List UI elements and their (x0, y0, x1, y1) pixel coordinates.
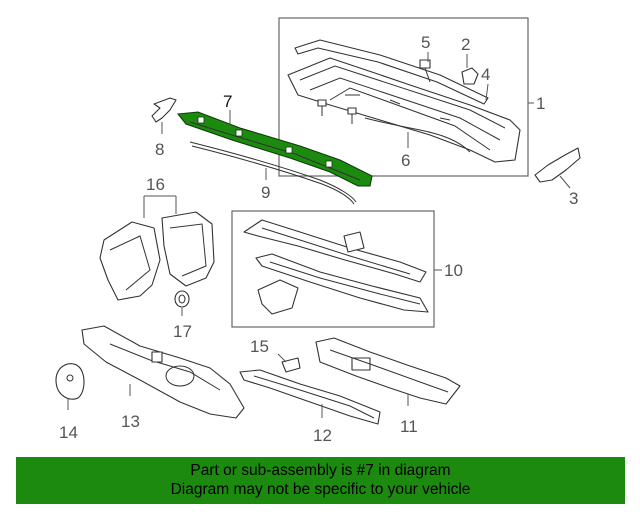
cowl-panel-assembly[interactable] (287, 39, 521, 163)
front-insulator[interactable] (315, 337, 461, 405)
banner-line-2: Diagram may not be specific to your vehi… (170, 481, 471, 498)
callout-14[interactable]: 14 (59, 423, 78, 442)
callout-15[interactable]: 15 (250, 337, 269, 356)
plenum-panel-lower[interactable] (255, 253, 429, 313)
side-panel-right[interactable] (161, 211, 215, 287)
cowl-seal-highlighted[interactable] (176, 111, 373, 187)
callout-7[interactable]: 7 (223, 92, 232, 111)
fastener-nut[interactable] (461, 67, 479, 85)
plenum-panel-upper[interactable] (243, 219, 427, 283)
side-extension-bracket[interactable] (534, 147, 581, 183)
seal-clip[interactable] (151, 97, 177, 123)
weatherstrip[interactable] (189, 141, 357, 205)
fastener-bolt[interactable] (419, 59, 431, 83)
callout-17[interactable]: 17 (173, 322, 192, 341)
lower-insulator[interactable] (239, 369, 381, 425)
plenum-support[interactable] (257, 279, 299, 315)
wiper-cable[interactable] (364, 117, 471, 153)
callout-8[interactable]: 8 (155, 140, 164, 159)
plenum-bracket[interactable] (343, 231, 365, 253)
callout-5[interactable]: 5 (421, 33, 430, 52)
retainer-clip[interactable] (281, 357, 301, 373)
callout-1[interactable]: 1 (536, 94, 545, 113)
side-panel-left[interactable] (99, 221, 161, 301)
callout-6[interactable]: 6 (401, 151, 410, 170)
dash-insulator[interactable] (81, 325, 245, 419)
callout-10[interactable]: 10 (444, 261, 463, 280)
group-box-10 (231, 210, 435, 328)
callout-9[interactable]: 9 (261, 183, 270, 202)
callout-11[interactable]: 11 (400, 417, 418, 436)
group-box-1 (278, 17, 529, 177)
clip-right[interactable] (347, 107, 357, 124)
exploded-parts-diagram: 5 2 4 6 1 3 7 8 9 16 (55, 17, 581, 445)
clip-left[interactable] (317, 99, 327, 116)
callout-12[interactable]: 12 (313, 426, 332, 445)
info-banner: Part or sub-assembly is #7 in diagram Di… (16, 457, 625, 504)
callout-3[interactable]: 3 (569, 189, 578, 208)
callout-4[interactable]: 4 (481, 65, 490, 84)
callout-2[interactable]: 2 (461, 35, 470, 54)
grommet[interactable] (174, 290, 190, 308)
access-cover[interactable] (55, 363, 85, 400)
callout-13[interactable]: 13 (121, 412, 140, 431)
banner-line-1: Part or sub-assembly is #7 in diagram (190, 462, 451, 479)
callout-16[interactable]: 16 (146, 175, 165, 194)
